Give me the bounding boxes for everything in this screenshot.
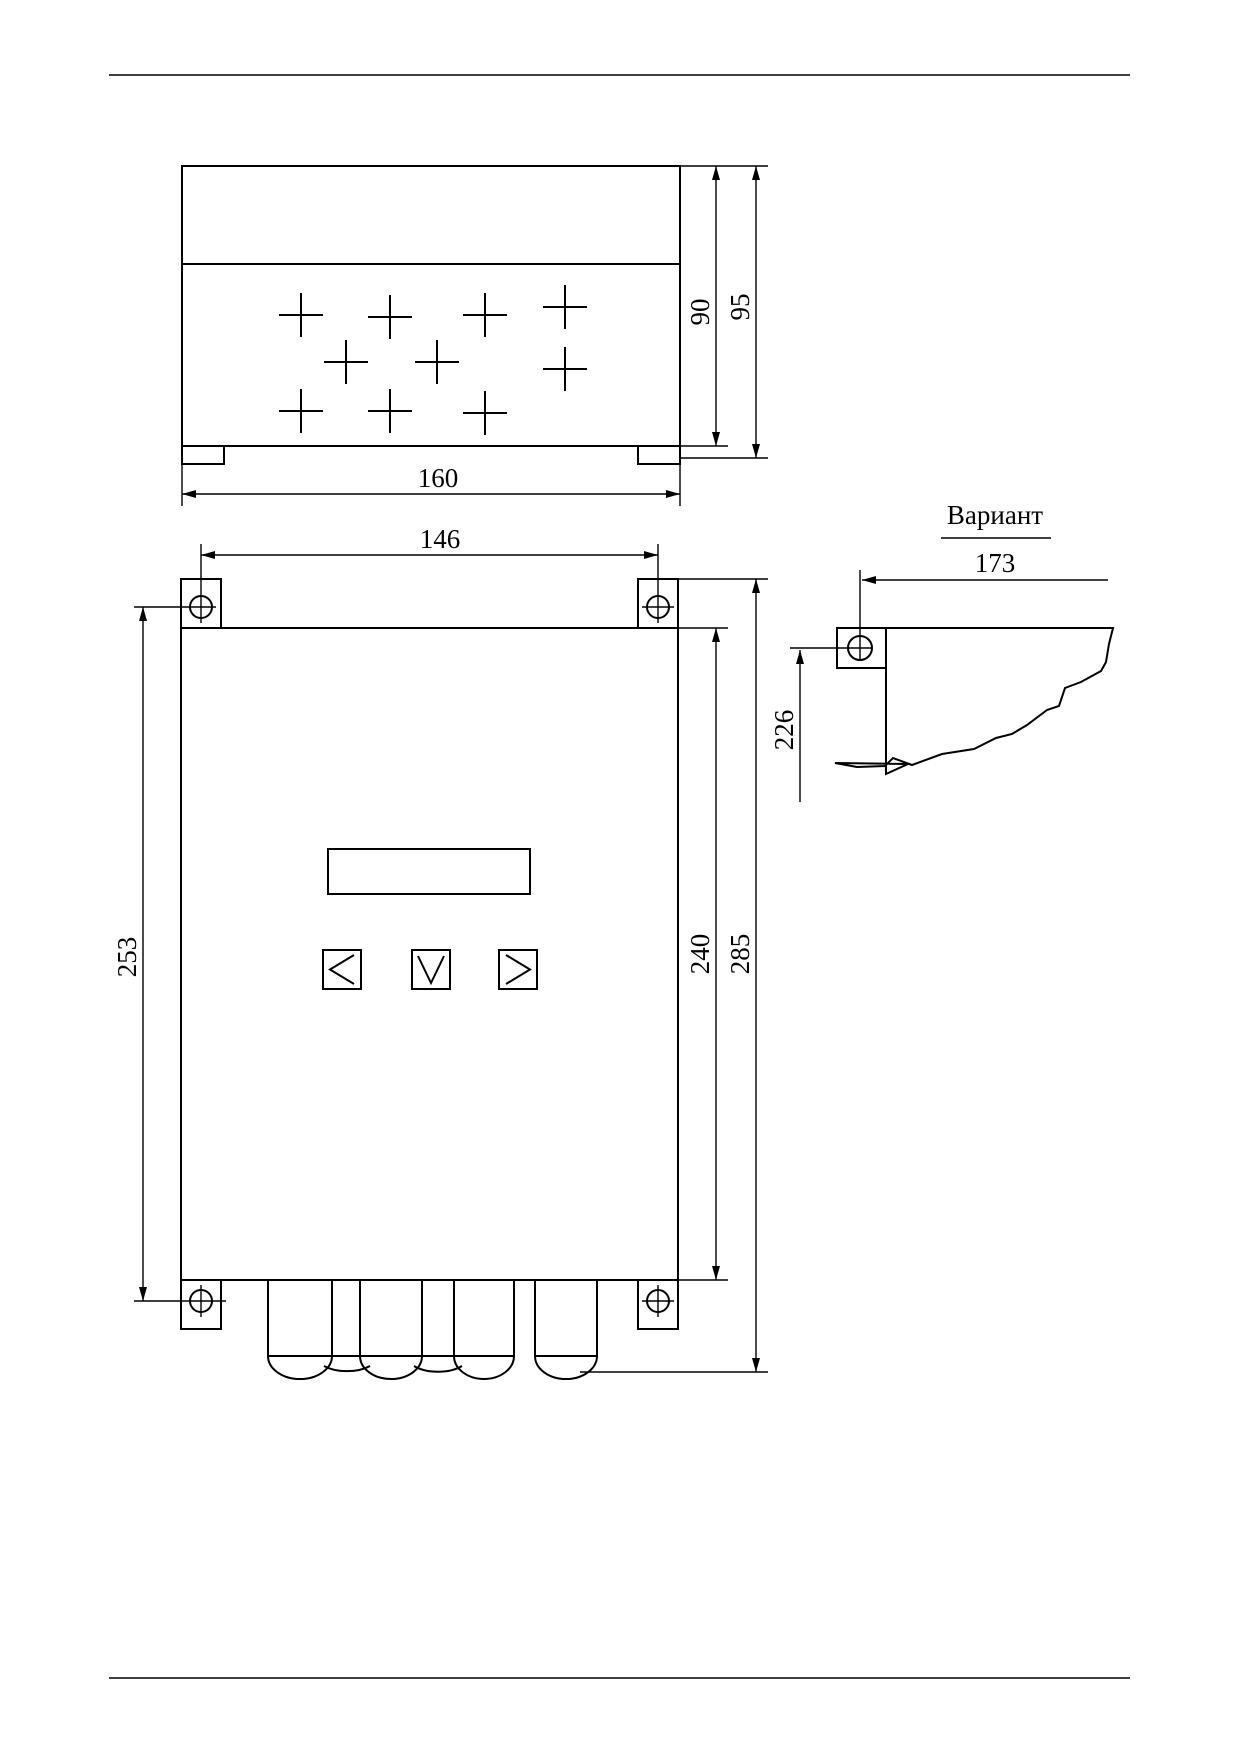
dimension-226: 226	[769, 647, 872, 802]
vent-cross	[463, 391, 507, 435]
vent-cross	[279, 293, 323, 337]
chevron-down-icon	[417, 955, 445, 986]
vent-cross	[368, 389, 412, 433]
dim-label-146: 146	[420, 524, 461, 554]
dim-label-226: 226	[769, 710, 799, 751]
dimension-173: 173	[859, 548, 1108, 660]
chevron-left-icon	[328, 954, 355, 985]
vent-cross	[324, 340, 368, 384]
cable-gland	[453, 1279, 515, 1357]
dimension-253: 253	[112, 607, 147, 1301]
vent-cross	[543, 285, 587, 329]
dimension-240-285: 240 285	[580, 578, 768, 1373]
vent-cross	[415, 340, 459, 384]
vent-cross	[368, 295, 412, 339]
top-view: 160 90 95	[181, 165, 768, 506]
button-left[interactable]	[322, 949, 362, 990]
top-view-foot-right	[637, 445, 681, 465]
vent-crosses	[279, 285, 587, 435]
top-view-body	[181, 165, 681, 447]
front-view-body	[180, 627, 679, 1281]
cable-gland	[359, 1279, 423, 1357]
cable-gland	[421, 1279, 455, 1357]
dim-label-173: 173	[975, 548, 1016, 578]
dimension-160: 160	[181, 446, 681, 506]
chevron-right-icon	[505, 954, 532, 985]
vent-cross	[279, 389, 323, 433]
button-right[interactable]	[498, 949, 538, 990]
front-view: 146 253 240 285	[112, 524, 768, 1380]
vent-cross	[463, 293, 507, 337]
top-view-foot-left	[181, 445, 225, 465]
variant-title: Вариант	[947, 500, 1043, 530]
dim-label-285: 285	[725, 934, 755, 975]
cable-gland	[534, 1279, 598, 1357]
variant-detail: Вариант 173 226	[769, 500, 1115, 802]
cable-gland	[331, 1279, 361, 1357]
variant-body-break	[834, 627, 1115, 776]
dim-label-90: 90	[685, 299, 715, 326]
dim-label-240: 240	[685, 934, 715, 975]
dimension-146: 146	[200, 524, 659, 591]
cable-gland	[267, 1279, 333, 1357]
display-window	[327, 848, 531, 895]
button-down[interactable]	[411, 949, 451, 990]
dim-label-95: 95	[725, 294, 755, 321]
cable-glands	[267, 1279, 598, 1380]
dim-label-253: 253	[112, 937, 142, 978]
dimension-90-95: 90 95	[680, 165, 768, 459]
vent-cross	[543, 347, 587, 391]
dim-label-160: 160	[418, 463, 459, 493]
